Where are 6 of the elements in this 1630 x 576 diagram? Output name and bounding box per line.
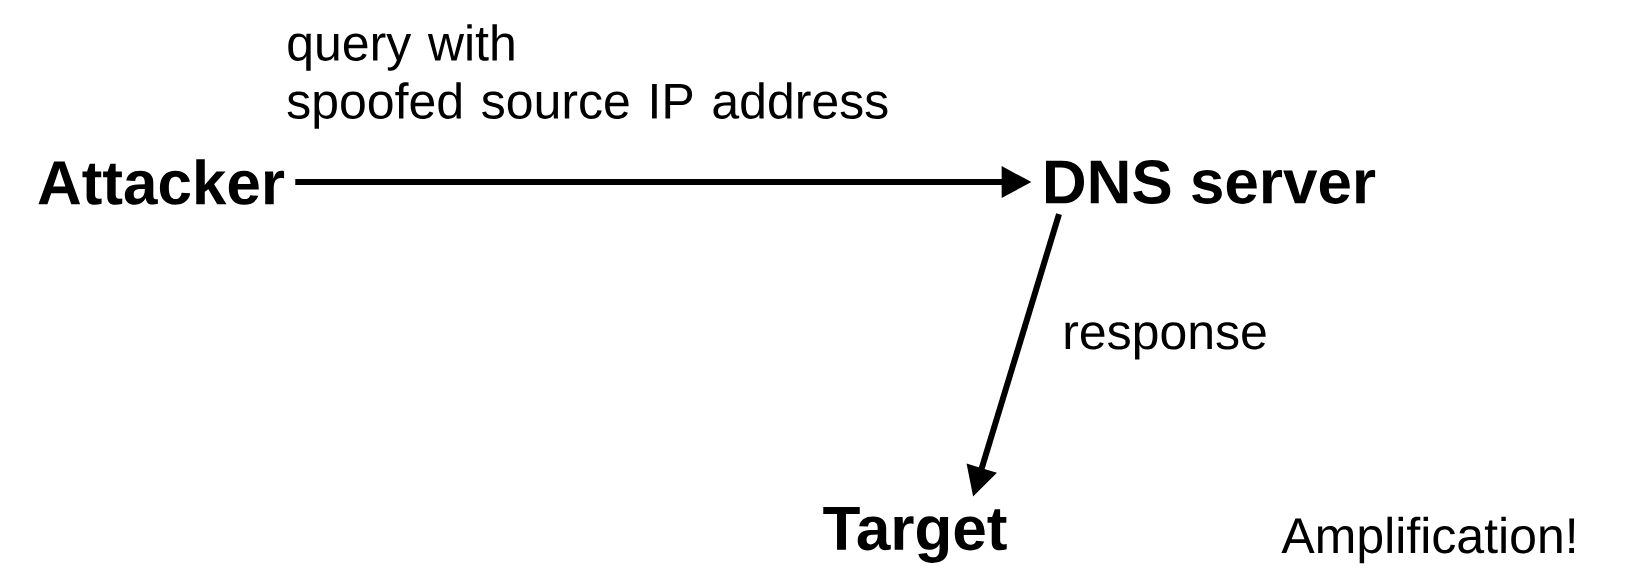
node-label: DNS server — [1046, 160, 1376, 204]
edge-label: response — [1065, 322, 1266, 360]
edge-label: query with spoofed source IP address — [287, 24, 888, 129]
node-label: Attacker — [38, 159, 285, 205]
node-label: Target — [823, 507, 1007, 563]
note: Amplification! — [1281, 516, 1575, 564]
